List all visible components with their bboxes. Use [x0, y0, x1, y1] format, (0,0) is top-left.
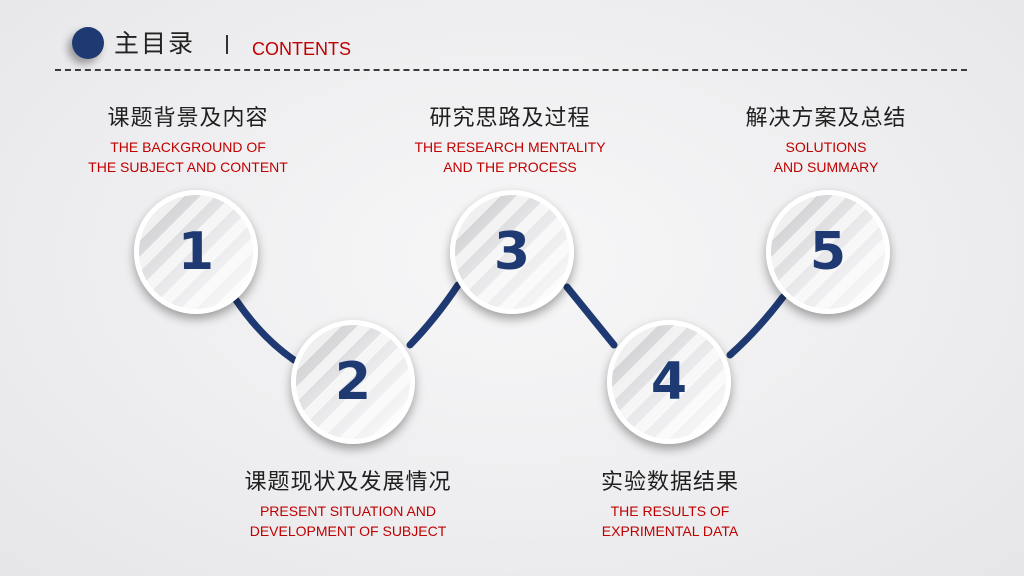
step-1-subtitle-line2: THE SUBJECT AND CONTENT — [88, 159, 288, 175]
step-3-title: 研究思路及过程 — [429, 106, 591, 131]
step-5-subtitle-line1: SOLUTIONS — [785, 139, 867, 155]
step-1-subtitle: THE BACKGROUND OF THE SUBJECT AND CONTEN… — [58, 137, 318, 177]
step-4-circle[interactable]: 4 — [607, 320, 731, 444]
title-separator — [226, 35, 228, 54]
step-2-subtitle: PRESENT SITUATION AND DEVELOPMENT OF SUB… — [218, 501, 478, 541]
page-title: 主目录 — [114, 29, 196, 58]
step-2-number: 2 — [334, 352, 372, 412]
step-2-circle[interactable]: 2 — [291, 320, 415, 444]
step-4-subtitle: THE RESULTS OF EXPRIMENTAL DATA — [540, 501, 800, 541]
step-3-subtitle-line1: THE RESEARCH MENTALITY — [414, 139, 606, 155]
page-subtitle: CONTENTS — [252, 39, 351, 59]
header-bullet-dot — [72, 27, 104, 59]
step-3-label: 研究思路及过程 THE RESEARCH MENTALITY AND THE P… — [380, 104, 640, 177]
step-3-number: 3 — [493, 222, 531, 282]
connector-2-3 — [406, 281, 462, 349]
connector-4-5 — [726, 293, 787, 359]
step-2-title: 课题现状及发展情况 — [244, 470, 452, 495]
step-3-circle[interactable]: 3 — [450, 190, 574, 314]
step-3-subtitle-line2: AND THE PROCESS — [443, 159, 577, 175]
step-4-title: 实验数据结果 — [600, 470, 739, 495]
step-2-subtitle-line2: DEVELOPMENT OF SUBJECT — [249, 523, 447, 539]
step-5-label: 解决方案及总结 SOLUTIONS AND SUMMARY — [696, 104, 956, 177]
step-3-subtitle: THE RESEARCH MENTALITY AND THE PROCESS — [380, 137, 640, 177]
connector-3-4 — [563, 283, 618, 349]
step-1-label: 课题背景及内容 THE BACKGROUND OF THE SUBJECT AN… — [58, 104, 318, 177]
step-2-subtitle-line1: PRESENT SITUATION AND — [259, 503, 437, 519]
connector-1-2 — [232, 296, 298, 364]
step-5-subtitle: SOLUTIONS AND SUMMARY — [696, 137, 956, 177]
step-1-circle[interactable]: 1 — [134, 190, 258, 314]
step-2-label: 课题现状及发展情况 PRESENT SITUATION AND DEVELOPM… — [218, 468, 478, 541]
step-5-number: 5 — [809, 222, 847, 282]
step-5-title: 解决方案及总结 — [745, 106, 907, 131]
step-1-title: 课题背景及内容 — [107, 106, 269, 131]
step-1-subtitle-line1: THE BACKGROUND OF — [110, 139, 266, 155]
step-4-subtitle-line1: THE RESULTS OF — [610, 503, 730, 519]
header-divider — [55, 69, 967, 71]
step-5-subtitle-line2: AND SUMMARY — [773, 159, 879, 175]
step-4-label: 实验数据结果 THE RESULTS OF EXPRIMENTAL DATA — [540, 468, 800, 541]
step-4-number: 4 — [650, 352, 688, 412]
step-5-circle[interactable]: 5 — [766, 190, 890, 314]
step-1-number: 1 — [177, 222, 215, 282]
step-4-subtitle-line2: EXPRIMENTAL DATA — [601, 523, 739, 539]
